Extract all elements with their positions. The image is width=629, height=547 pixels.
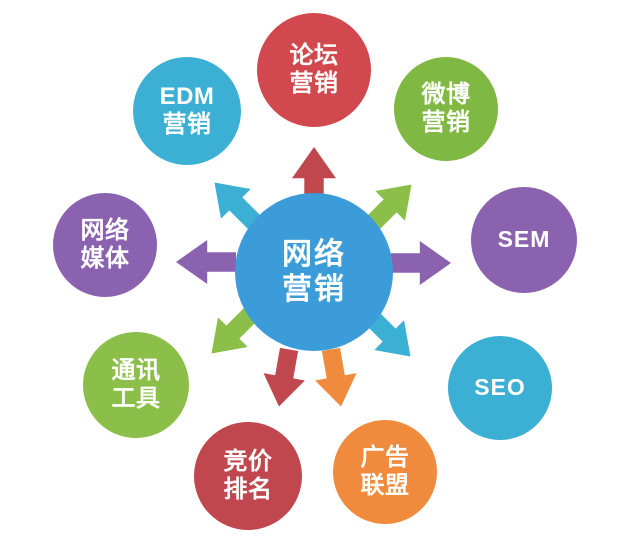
- node-forum-marketing[interactable]: 论坛 营销: [257, 13, 371, 127]
- arrow-down: [310, 346, 361, 410]
- node-communication-tools[interactable]: 通讯 工具: [83, 332, 189, 438]
- node-sem[interactable]: SEM: [471, 187, 577, 293]
- arrow-up-right: [356, 170, 427, 241]
- arrow-right: [391, 241, 451, 285]
- node-weibo-marketing[interactable]: 微博 营销: [394, 57, 498, 161]
- arrow-down-left: [258, 346, 309, 410]
- arrow-left-up: [200, 168, 271, 239]
- node-center-network-marketing[interactable]: 网络 营销: [235, 193, 393, 351]
- node-ad-alliance[interactable]: 广告 联盟: [333, 420, 437, 524]
- arrow-left-down: [197, 298, 268, 369]
- arrow-up: [292, 147, 336, 207]
- arrow-left: [176, 240, 236, 284]
- node-network-media[interactable]: 网络 媒体: [53, 193, 157, 297]
- node-bidding-ranking[interactable]: 竞价 排名: [194, 422, 302, 530]
- node-seo[interactable]: SEO: [448, 336, 552, 440]
- node-edm-marketing[interactable]: EDM 营销: [133, 57, 241, 165]
